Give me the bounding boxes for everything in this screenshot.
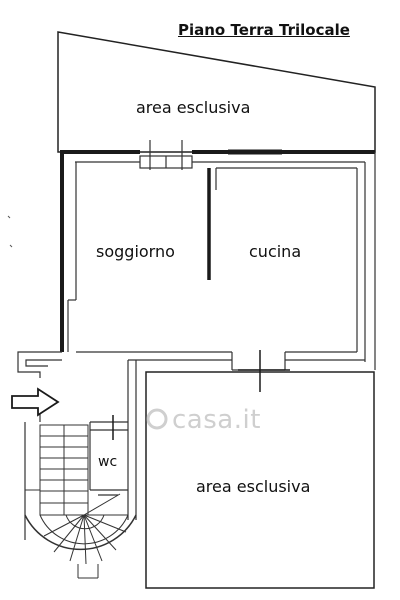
outer-walls	[60, 149, 375, 352]
staircase	[24, 424, 137, 579]
room-label-area-top: area esclusiva	[136, 98, 251, 117]
room-label-soggiorno: soggiorno	[96, 242, 175, 261]
plan-title: Piano Terra Trilocale	[178, 21, 350, 39]
entrance-arrow-icon	[11, 387, 60, 417]
room-label-area-bottom: area esclusiva	[196, 477, 311, 496]
watermark-logo-icon	[146, 408, 168, 430]
room-label-wc: wc	[98, 454, 118, 470]
area-top-outline	[57, 31, 376, 153]
watermark: casa.it	[172, 405, 261, 435]
room-label-cucina: cucina	[249, 242, 302, 261]
